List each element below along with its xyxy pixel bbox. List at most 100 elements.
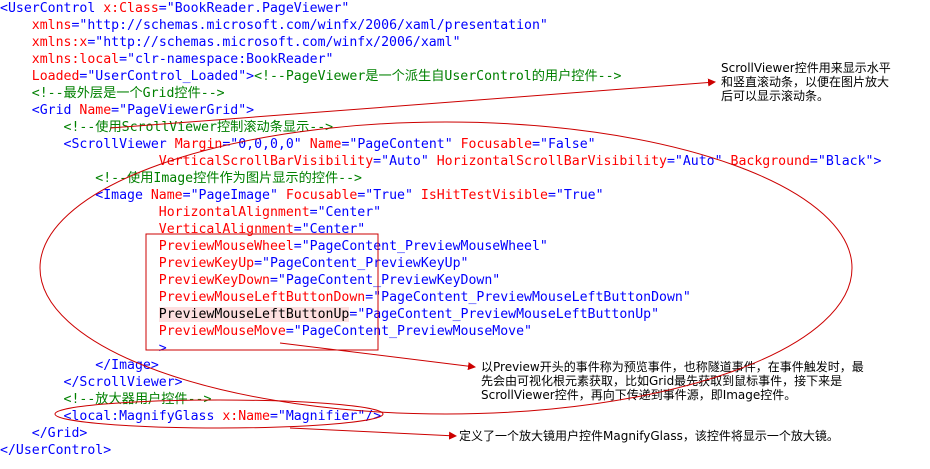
code-token: "True": [365, 188, 413, 203]
code-line: PreviewKeyDown="PageContent_PreviewKeyDo…: [0, 272, 881, 289]
code-line: PreviewMouseLeftButtonDown="PageContent_…: [0, 289, 881, 306]
code-token: "PageContent_PreviewMouseMove": [293, 324, 532, 339]
code-token: "PageViewerGrid": [119, 103, 247, 118]
code-token: >: [873, 154, 882, 169]
code-token: "clr-namespace:BookReader": [127, 52, 334, 67]
preview-events-annotation: 以Preview开头的事件称为预览事件，也称隧道事件，在事件触发时，最 先会由可…: [481, 360, 864, 402]
code-token: xmlns:x: [31, 35, 88, 50]
code-token: <!--PageViewer是一个派生自UserControl的用户控件-->: [254, 69, 622, 84]
code-token: xmlns: [31, 18, 72, 33]
code-token: "UserControl_Loaded": [87, 69, 247, 84]
code-token: Name: [309, 137, 342, 152]
code-token: <Grid: [31, 103, 80, 118]
code-token: "False": [540, 137, 596, 152]
magnifyglass-annotation: 定义了一个放大镜用户控件MagnifyGlass，该控件将显示一个放大镜。: [459, 429, 839, 443]
code-token: "Center": [301, 222, 366, 237]
code-token: <!--最外层是一个Grid控件-->: [31, 86, 225, 101]
code-token: =: [182, 188, 191, 203]
code-line: Loaded="UserControl_Loaded"><!--PageView…: [0, 68, 881, 85]
scrollviewer-annotation: ScrollViewer控件用来显示水平 和竖直滚动条，以便在图片放大 后可以显…: [721, 61, 891, 103]
code-token: "Center": [317, 205, 382, 220]
code-line: PreviewMouseMove="PageContent_PreviewMou…: [0, 323, 881, 340]
code-token: >: [158, 341, 167, 356]
code-token: =: [293, 222, 302, 237]
code-token: [302, 137, 310, 152]
code-token: [453, 137, 461, 152]
code-token: "Auto": [381, 154, 429, 169]
code-line: PreviewMouseWheel="PageContent_PreviewMo…: [0, 238, 881, 255]
code-token: =: [119, 52, 128, 67]
code-token: =: [547, 188, 556, 203]
code-token: PreviewKeyUp: [158, 256, 255, 271]
code-token: =: [71, 18, 80, 33]
code-line: <ScrollViewer Margin="0,0,0,0" Name="Pag…: [0, 136, 881, 153]
code-token: Name: [79, 103, 112, 118]
code-line: xmlns:local="clr-namespace:BookReader": [0, 51, 881, 68]
code-token: Loaded: [31, 69, 80, 84]
code-line: xmlns:x="http://schemas.microsoft.com/wi…: [0, 34, 881, 51]
code-token: PreviewMouseLeftButtonDown: [158, 290, 366, 305]
code-token: =: [365, 290, 374, 305]
code-token: =: [666, 154, 675, 169]
code-token: "PageContent_PreviewMouseLeftButtonUp": [357, 307, 660, 322]
code-line: xmlns="http://schemas.microsoft.com/winf…: [0, 17, 881, 34]
code-token: </Grid>: [31, 426, 88, 441]
code-token: [429, 154, 437, 169]
code-token: HorizontalAlignment: [158, 205, 310, 220]
code-token: >: [246, 103, 255, 118]
code-token: Focusable: [460, 137, 533, 152]
code-token: </Image>: [95, 358, 159, 373]
code-token: Focusable: [285, 188, 358, 203]
code-line: </UserControl>: [0, 442, 881, 459]
code-token: =: [285, 324, 294, 339]
code-token: [413, 188, 421, 203]
code-token: </ScrollViewer>: [63, 375, 183, 390]
code-token: xmlns:local: [31, 52, 120, 67]
code-token: [723, 154, 731, 169]
code-line: VerticalAlignment="Center": [0, 221, 881, 238]
code-line: </Grid>: [0, 425, 881, 442]
code-token: PreviewMouseLeftButtonUp: [158, 307, 350, 322]
code-token: IsHitTestVisible: [420, 188, 548, 203]
code-token: [278, 188, 286, 203]
code-line: <Image Name="PageImage" Focusable="True"…: [0, 187, 881, 204]
code-token: VerticalScrollBarVisibility: [158, 154, 374, 169]
code-token: "Black": [817, 154, 874, 169]
code-token: =: [269, 273, 278, 288]
code-token: "http://schemas.microsoft.com/winfx/2006…: [95, 35, 461, 50]
code-token: >: [246, 69, 255, 84]
code-line: <Grid Name="PageViewerGrid">: [0, 102, 881, 119]
code-token: PreviewKeyDown: [158, 273, 270, 288]
code-token: "PageContent_PreviewMouseWheel": [301, 239, 548, 254]
code-token: "Magnifier": [277, 409, 366, 424]
code-token: "BookReader.PageViewer": [166, 1, 350, 16]
code-token: x:Name: [222, 409, 270, 424]
code-token: Background: [730, 154, 810, 169]
code-token: =: [373, 154, 382, 169]
code-token: <Image: [95, 188, 151, 203]
code-token: =: [532, 137, 541, 152]
code-token: <!--使用ScrollViewer控制滚动条显示-->: [63, 120, 334, 135]
code-token: <!--使用Image控件作为图片显示的控件-->: [95, 171, 362, 186]
code-token: "PageContent": [349, 137, 453, 152]
code-token: Margin: [174, 137, 223, 152]
code-token: x:Class: [103, 1, 159, 16]
code-token: PreviewMouseWheel: [158, 239, 294, 254]
code-token: <UserControl: [0, 1, 104, 16]
code-token: =: [309, 205, 318, 220]
code-token: <ScrollViewer: [63, 137, 175, 152]
code-token: =: [269, 409, 278, 424]
code-token: "PageContent_PreviewMouseLeftButtonDown": [373, 290, 691, 305]
code-line: PreviewMouseLeftButtonUp="PageContent_Pr…: [0, 306, 881, 323]
code-token: =: [111, 103, 120, 118]
code-token: <!--放大器用户控件-->: [63, 392, 212, 407]
code-line: <!--使用Image控件作为图片显示的控件-->: [0, 170, 881, 187]
code-token: =: [254, 256, 263, 271]
code-token: />: [365, 409, 382, 424]
code-token: Name: [150, 188, 183, 203]
code-token: "Auto": [674, 154, 723, 169]
code-token: "http://schemas.microsoft.com/winfx/2006…: [79, 18, 548, 33]
code-line: <local:MagnifyGlass x:Name="Magnifier"/>: [0, 408, 881, 425]
code-token: HorizontalScrollBarVisibility: [436, 154, 667, 169]
code-token: =: [293, 239, 302, 254]
